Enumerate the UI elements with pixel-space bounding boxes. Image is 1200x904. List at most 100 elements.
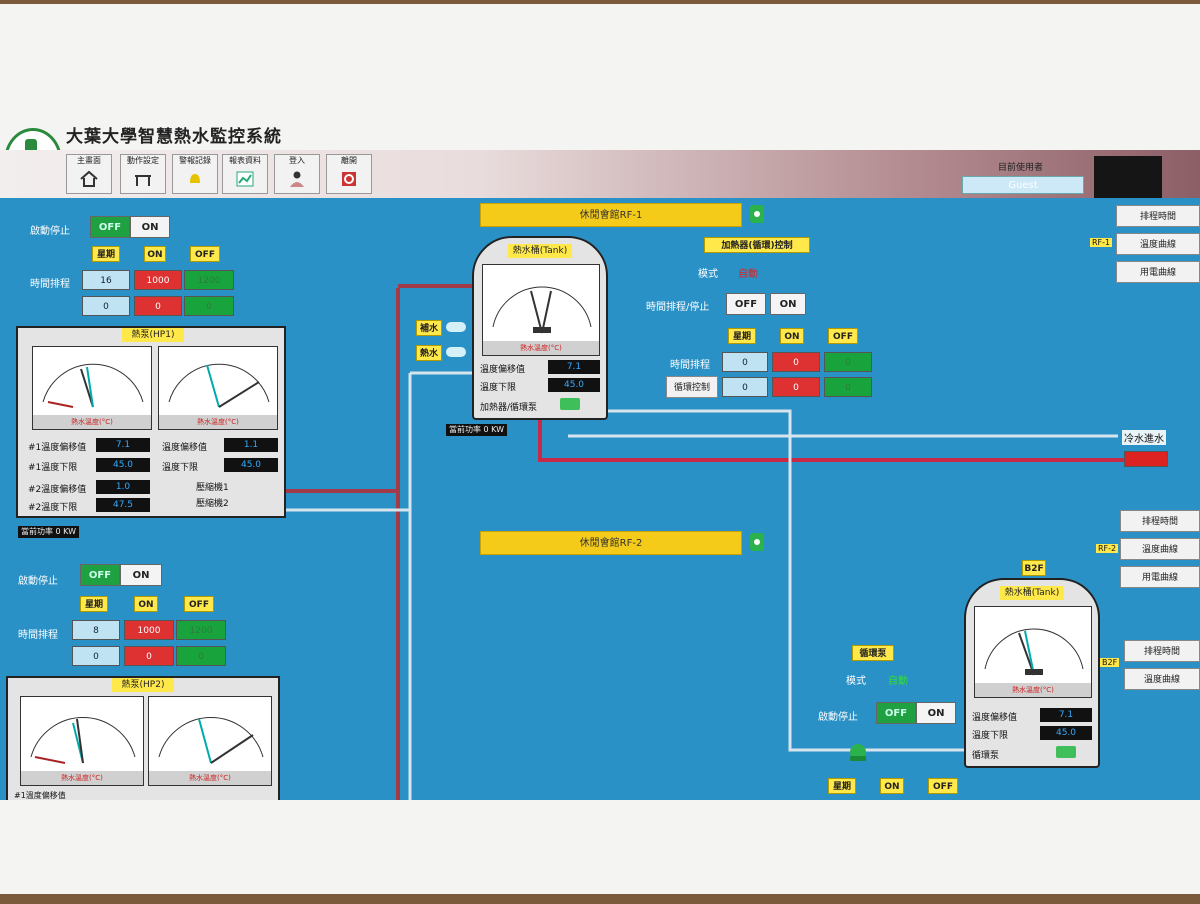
tank1-gauge-label: 熱水溫度(°C) xyxy=(483,341,599,355)
toolbar-report-button[interactable]: 報表資料 xyxy=(222,154,268,194)
rf1-power-curve-button[interactable]: 用電曲線 xyxy=(1116,261,1200,283)
hp1-off-button[interactable]: OFF xyxy=(90,216,130,238)
hp1-gauge-2-label: 熱水溫度(°C) xyxy=(159,415,277,429)
hp2-schedule-off-1[interactable]: 1200 xyxy=(176,620,226,640)
hp1-fault-2: 壓縮機2 xyxy=(196,499,229,509)
hp2-gauge-1-label: 熱水溫度(°C) xyxy=(21,771,143,785)
clock-display xyxy=(1094,156,1162,198)
toolbar-exit-label: 離開 xyxy=(341,156,357,165)
tank1-schedule-weekday-2[interactable]: 0 xyxy=(722,377,768,397)
b2f-temp-curve-button[interactable]: 溫度曲線 xyxy=(1124,668,1200,690)
hp2-schedule-on-2[interactable]: 0 xyxy=(124,646,174,666)
hp2-time-schedule-label: 時間排程 xyxy=(18,630,58,641)
tank1-schedule-off-2[interactable]: 0 xyxy=(824,377,872,397)
hp2-panel: 熱泵(HP2) 熱水溫度(°C) 熱水溫度(°C) #1溫度偏移值 xyxy=(6,676,280,800)
hp2-off-button[interactable]: OFF xyxy=(80,564,120,586)
hp2-on-button[interactable]: ON xyxy=(120,564,162,586)
rf1-tag: RF-1 xyxy=(1090,238,1113,247)
tank1-gauge: 熱水溫度(°C) xyxy=(482,264,600,356)
exit-icon xyxy=(342,172,356,186)
toolbar-exit-button[interactable]: 離開 xyxy=(326,154,372,194)
hp1-schedule-weekday-1[interactable]: 16 xyxy=(82,270,130,290)
make-up-water-indicator xyxy=(446,322,466,332)
tank1-val-1: 7.1 xyxy=(548,360,600,374)
hp2-gauge-1: 熱水溫度(°C) xyxy=(20,696,144,786)
hp1-schedule-weekday-2[interactable]: 0 xyxy=(82,296,130,316)
tank1-power-readout: 當前功率 0 KW xyxy=(446,424,508,436)
tank1-time-schedule-label: 時間排程 xyxy=(670,360,710,371)
tank1-return-pipe xyxy=(608,409,964,752)
tank1-schedule-on-1[interactable]: 0 xyxy=(772,352,820,372)
rf2-temp-curve-button[interactable]: 溫度曲線 xyxy=(1120,538,1200,560)
hp2-bottom-line: #1溫度偏移值 xyxy=(14,791,66,800)
toolbar-alarm-button[interactable]: 警報記錄 xyxy=(172,154,218,194)
b2f-line-2: 溫度下限 xyxy=(972,731,1009,741)
tank1-pump-control-label: 加熱器(循環)控制 xyxy=(704,237,810,253)
rf2-schedule-button[interactable]: 排程時間 xyxy=(1120,510,1200,532)
gauge-dial-icon xyxy=(158,717,264,764)
toolbar-alarm-label: 警報記錄 xyxy=(179,156,211,165)
hp1-gauge-1-label: 熱水溫度(°C) xyxy=(33,415,151,429)
b2f-off-button[interactable]: OFF xyxy=(876,702,916,724)
hp2-schedule-on-1[interactable]: 1000 xyxy=(124,620,174,640)
toolbar-report-label: 報表資料 xyxy=(229,156,261,165)
b2f-pump-label: 循環泵 xyxy=(852,645,894,661)
hp1-schedule-on-2[interactable]: 0 xyxy=(134,296,182,316)
b2f-weekday-header: 星期 xyxy=(828,778,856,794)
hp1-line-4: #2溫度下限 xyxy=(28,503,78,513)
hp2-weekday-header: 星期 xyxy=(80,596,108,612)
home-icon xyxy=(80,170,98,187)
current-user-label: 目前使用者 xyxy=(998,163,1044,173)
phone-icon[interactable] xyxy=(748,203,766,225)
tank1-val-2: 45.0 xyxy=(548,378,600,392)
hp1-right-val-2: 45.0 xyxy=(224,458,278,472)
hot-water-label: 熱水 xyxy=(416,345,442,361)
tank1-manual-control-button[interactable]: 循環控制 xyxy=(666,376,718,398)
rf1-temp-curve-button[interactable]: 溫度曲線 xyxy=(1116,233,1200,255)
tank1-schedule-on-2[interactable]: 0 xyxy=(772,377,820,397)
b2f-schedule-button[interactable]: 排程時間 xyxy=(1124,640,1200,662)
cold-water-inlet-label: 冷水進水 xyxy=(1122,430,1166,445)
tank1-run-label: 時間排程/停止 xyxy=(646,302,710,313)
b2f-gauge-label: 熱水溫度(°C) xyxy=(975,683,1091,697)
phone-icon[interactable] xyxy=(748,531,766,553)
tank1-title: 熱水桶(Tank) xyxy=(508,244,572,258)
hp1-power-readout: 當前功率 0 KW xyxy=(18,526,80,538)
hp1-line-1: #1溫度偏移值 xyxy=(28,443,87,453)
hp2-schedule-weekday-1[interactable]: 8 xyxy=(72,620,120,640)
hp1-time-schedule-label: 時間排程 xyxy=(30,279,70,290)
b2f-on-button[interactable]: ON xyxy=(916,702,956,724)
toolbar-login-label: 登入 xyxy=(289,156,305,165)
make-up-water-label: 補水 xyxy=(416,320,442,336)
hp2-gauge-2: 熱水溫度(°C) xyxy=(148,696,272,786)
toolbar-action-settings-button[interactable]: 動作設定 xyxy=(120,154,166,194)
hp1-gauge-2: 熱水溫度(°C) xyxy=(158,346,278,430)
hp1-schedule-off-1[interactable]: 1200 xyxy=(184,270,234,290)
hp2-schedule-off-2[interactable]: 0 xyxy=(176,646,226,666)
hp1-on-button[interactable]: ON xyxy=(130,216,170,238)
user-icon xyxy=(290,171,304,187)
hp1-run-label: 啟動停止 xyxy=(30,226,70,237)
hp1-schedule-off-2[interactable]: 0 xyxy=(184,296,234,316)
rf2-power-curve-button[interactable]: 用電曲線 xyxy=(1120,566,1200,588)
pipe-network xyxy=(286,284,1124,800)
hp1-weekday-header: 星期 xyxy=(92,246,120,262)
rf2-tag: RF-2 xyxy=(1096,544,1119,553)
b2f-mode-value: 自動 xyxy=(888,676,908,687)
tank1-off-button[interactable]: OFF xyxy=(726,293,766,315)
toolbar-home-button[interactable]: 主畫面 xyxy=(66,154,112,194)
b2f-mode-label: 模式 xyxy=(846,676,866,687)
hp1-panel: 熱泵(HP1) 熱水溫度(°C) 熱水溫度(°C) #1溫度偏移值 7.1 #1… xyxy=(16,326,286,518)
hp2-schedule-weekday-2[interactable]: 0 xyxy=(72,646,120,666)
tank1-schedule-off-1[interactable]: 0 xyxy=(824,352,872,372)
toolbar-login-button[interactable]: 登入 xyxy=(274,154,320,194)
chart-icon xyxy=(236,171,254,187)
b2f-off-header: OFF xyxy=(928,778,958,794)
rf1-schedule-button[interactable]: 排程時間 xyxy=(1116,205,1200,227)
tank1-on-button[interactable]: ON xyxy=(770,293,806,315)
b2f-val-2: 45.0 xyxy=(1040,726,1092,740)
hp1-schedule-on-1[interactable]: 1000 xyxy=(134,270,182,290)
hp2-off-header: OFF xyxy=(184,596,214,612)
tank1-schedule-weekday-1[interactable]: 0 xyxy=(722,352,768,372)
pump-icon xyxy=(850,744,866,761)
